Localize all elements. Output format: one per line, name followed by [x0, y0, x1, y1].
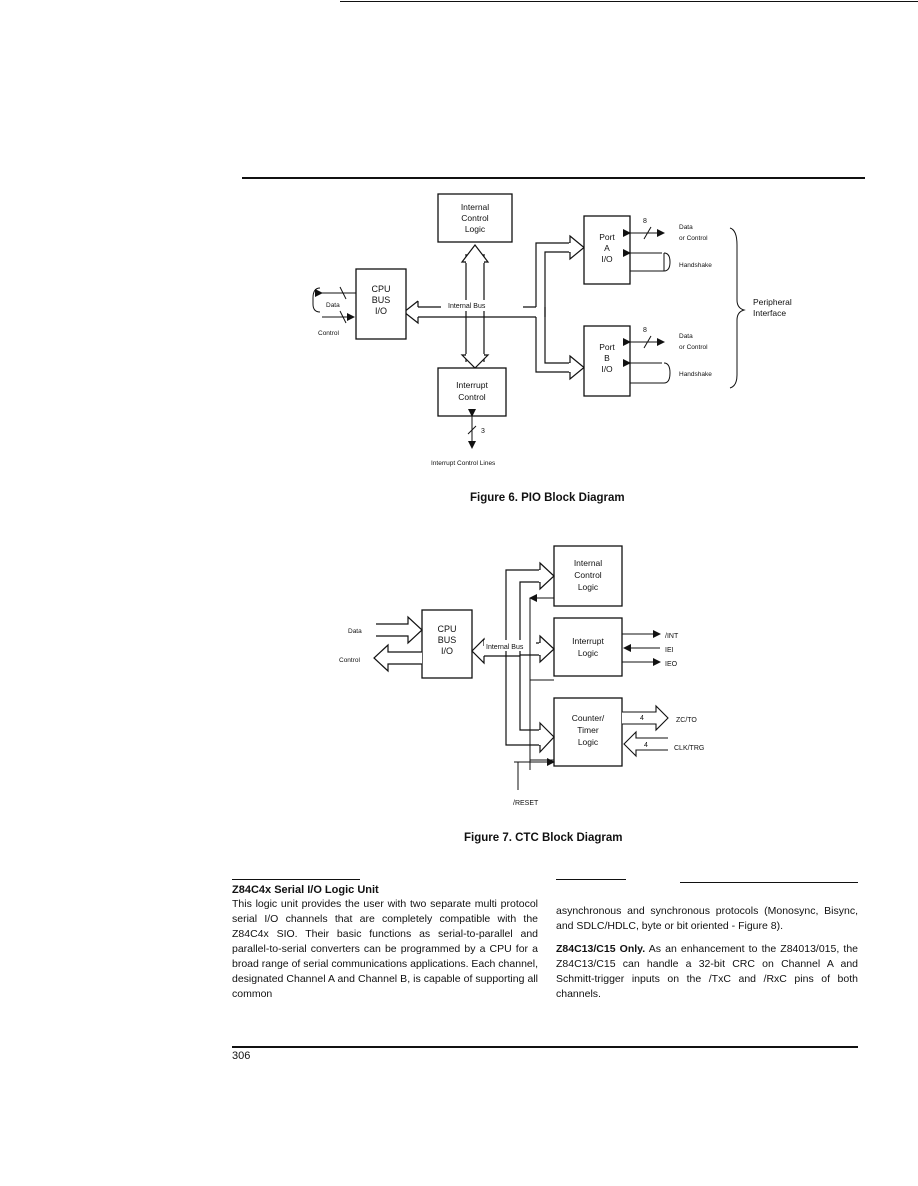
fig6-handshake-b: Handshake: [679, 371, 712, 378]
fig6-width-a: 8: [643, 218, 647, 225]
fig6-int-width: 3: [481, 428, 485, 435]
fig6-box-text-8: A: [604, 243, 610, 253]
fig6-box-text-7: Port: [599, 232, 615, 242]
fig7-cpu-3: I/O: [441, 646, 453, 656]
fig7-ct-3: Logic: [578, 737, 599, 747]
fig7-reset-label: /RESET: [513, 800, 539, 807]
fig6-box-text-1: Internal: [461, 202, 489, 212]
fig6-box-text-3: Logic: [465, 224, 486, 234]
fig6-control-label: Control: [318, 330, 340, 337]
figure7-caption: Figure 7. CTC Block Diagram: [464, 832, 623, 844]
fig7-data-label: Data: [348, 628, 362, 635]
fig7-ct-1: Counter/: [572, 713, 605, 723]
figure6-caption: Figure 6. PIO Block Diagram: [470, 492, 625, 504]
fig7-ieo-label: IEO: [665, 661, 678, 668]
top-edge-rule: [340, 1, 918, 2]
fig7-ic-3: Logic: [578, 582, 599, 592]
fig6-port-a-box: [583, 215, 631, 285]
fig6-port-b-box: [583, 325, 631, 397]
section-rule-mid: [556, 879, 626, 880]
fig6-internal-control-box: [437, 193, 513, 243]
fig6-box-text-12: I/O: [601, 364, 613, 374]
fig7-cpu-1: CPU: [437, 624, 456, 634]
section-rule-right: [680, 882, 858, 883]
footer-rule: [232, 1046, 858, 1048]
fig6-box-text-13: Interrupt: [456, 380, 488, 390]
left-paragraph: This logic unit provides the user with t…: [232, 898, 538, 1000]
fig7-iei-label: IEI: [665, 647, 674, 654]
fig7-internal-bus-label: Internal Bus: [486, 644, 524, 651]
fig6-box-text-10: Port: [599, 342, 615, 352]
fig6-box-text-6: I/O: [375, 306, 387, 316]
internal-bus: [403, 234, 585, 381]
fig6-box-text-9: I/O: [601, 254, 613, 264]
fig6-port-b-data-2: or Control: [679, 344, 708, 351]
fig7-il-2: Logic: [578, 648, 599, 658]
fig6-box-text-11: B: [604, 353, 610, 363]
fig7-internal-control-box: [553, 545, 623, 607]
fig7-ic-2: Control: [574, 570, 602, 580]
fig6-port-b-data-1: Data: [679, 333, 693, 340]
fig7-clk-label: CLK/TRG: [674, 745, 704, 752]
fig6-box-text-2: Control: [461, 213, 489, 223]
section-rule-left: [232, 879, 360, 880]
ctc-block-diagram: Internal Control Logic CPU BUS I/O Inter…: [339, 545, 704, 807]
fig6-internal-bus-label: Internal Bus: [448, 303, 486, 310]
fig6-peripheral-2: Interface: [753, 308, 786, 318]
fig6-int-lines: Interrupt Control Lines: [431, 460, 496, 467]
fig6-width-b: 8: [643, 327, 647, 334]
section-title: Z84C4x Serial I/O Logic Unit: [232, 884, 379, 896]
fig7-int-label: /INT: [665, 633, 679, 640]
fig6-peripheral-1: Peripheral: [753, 297, 792, 307]
fig7-ct-2: Timer: [577, 725, 599, 735]
right-column-text: asynchronous and synchronous protocols (…: [556, 904, 858, 1010]
page-number: 306: [232, 1050, 251, 1062]
fig6-cpu-bus-box: [355, 268, 407, 340]
fig7-zc-width: 4: [640, 715, 644, 722]
fig6-box-text-5: BUS: [372, 295, 391, 305]
right-paragraph-1: asynchronous and synchronous protocols (…: [556, 905, 858, 932]
fig6-port-a-data-2: or Control: [679, 235, 708, 242]
fig7-il-1: Interrupt: [572, 636, 604, 646]
fig7-clk-width: 4: [644, 742, 648, 749]
fig7-cpu-2: BUS: [438, 635, 457, 645]
fig6-box-text-14: Control: [458, 392, 486, 402]
right-paragraph-2-body: As an enhancement to the Z84013/015, the…: [556, 943, 858, 1000]
left-column-text: This logic unit provides the user with t…: [232, 897, 538, 1010]
fig7-zc-label: ZC/TO: [676, 717, 697, 724]
fig6-handshake-a: Handshake: [679, 262, 712, 269]
fig6-data-label: Data: [326, 302, 340, 309]
fig7-cpu-bus-box: [421, 609, 473, 679]
fig7-counter-box: [553, 697, 623, 767]
fig7-ic-1: Internal: [574, 558, 602, 568]
fig6-port-a-data-1: Data: [679, 224, 693, 231]
fig6-box-text-4: CPU: [371, 284, 390, 294]
fig7-interrupt-logic-box: [553, 617, 623, 677]
right-paragraph-2: Z84C13/C15 Only. As an enhancement to th…: [556, 942, 858, 1002]
fig7-control-label: Control: [339, 657, 361, 664]
header-rule: [242, 177, 865, 179]
right-lead: Z84C13/C15 Only.: [556, 943, 646, 955]
pio-block-diagram: Internal Bus Internal Control Logic CPU …: [312, 193, 792, 467]
